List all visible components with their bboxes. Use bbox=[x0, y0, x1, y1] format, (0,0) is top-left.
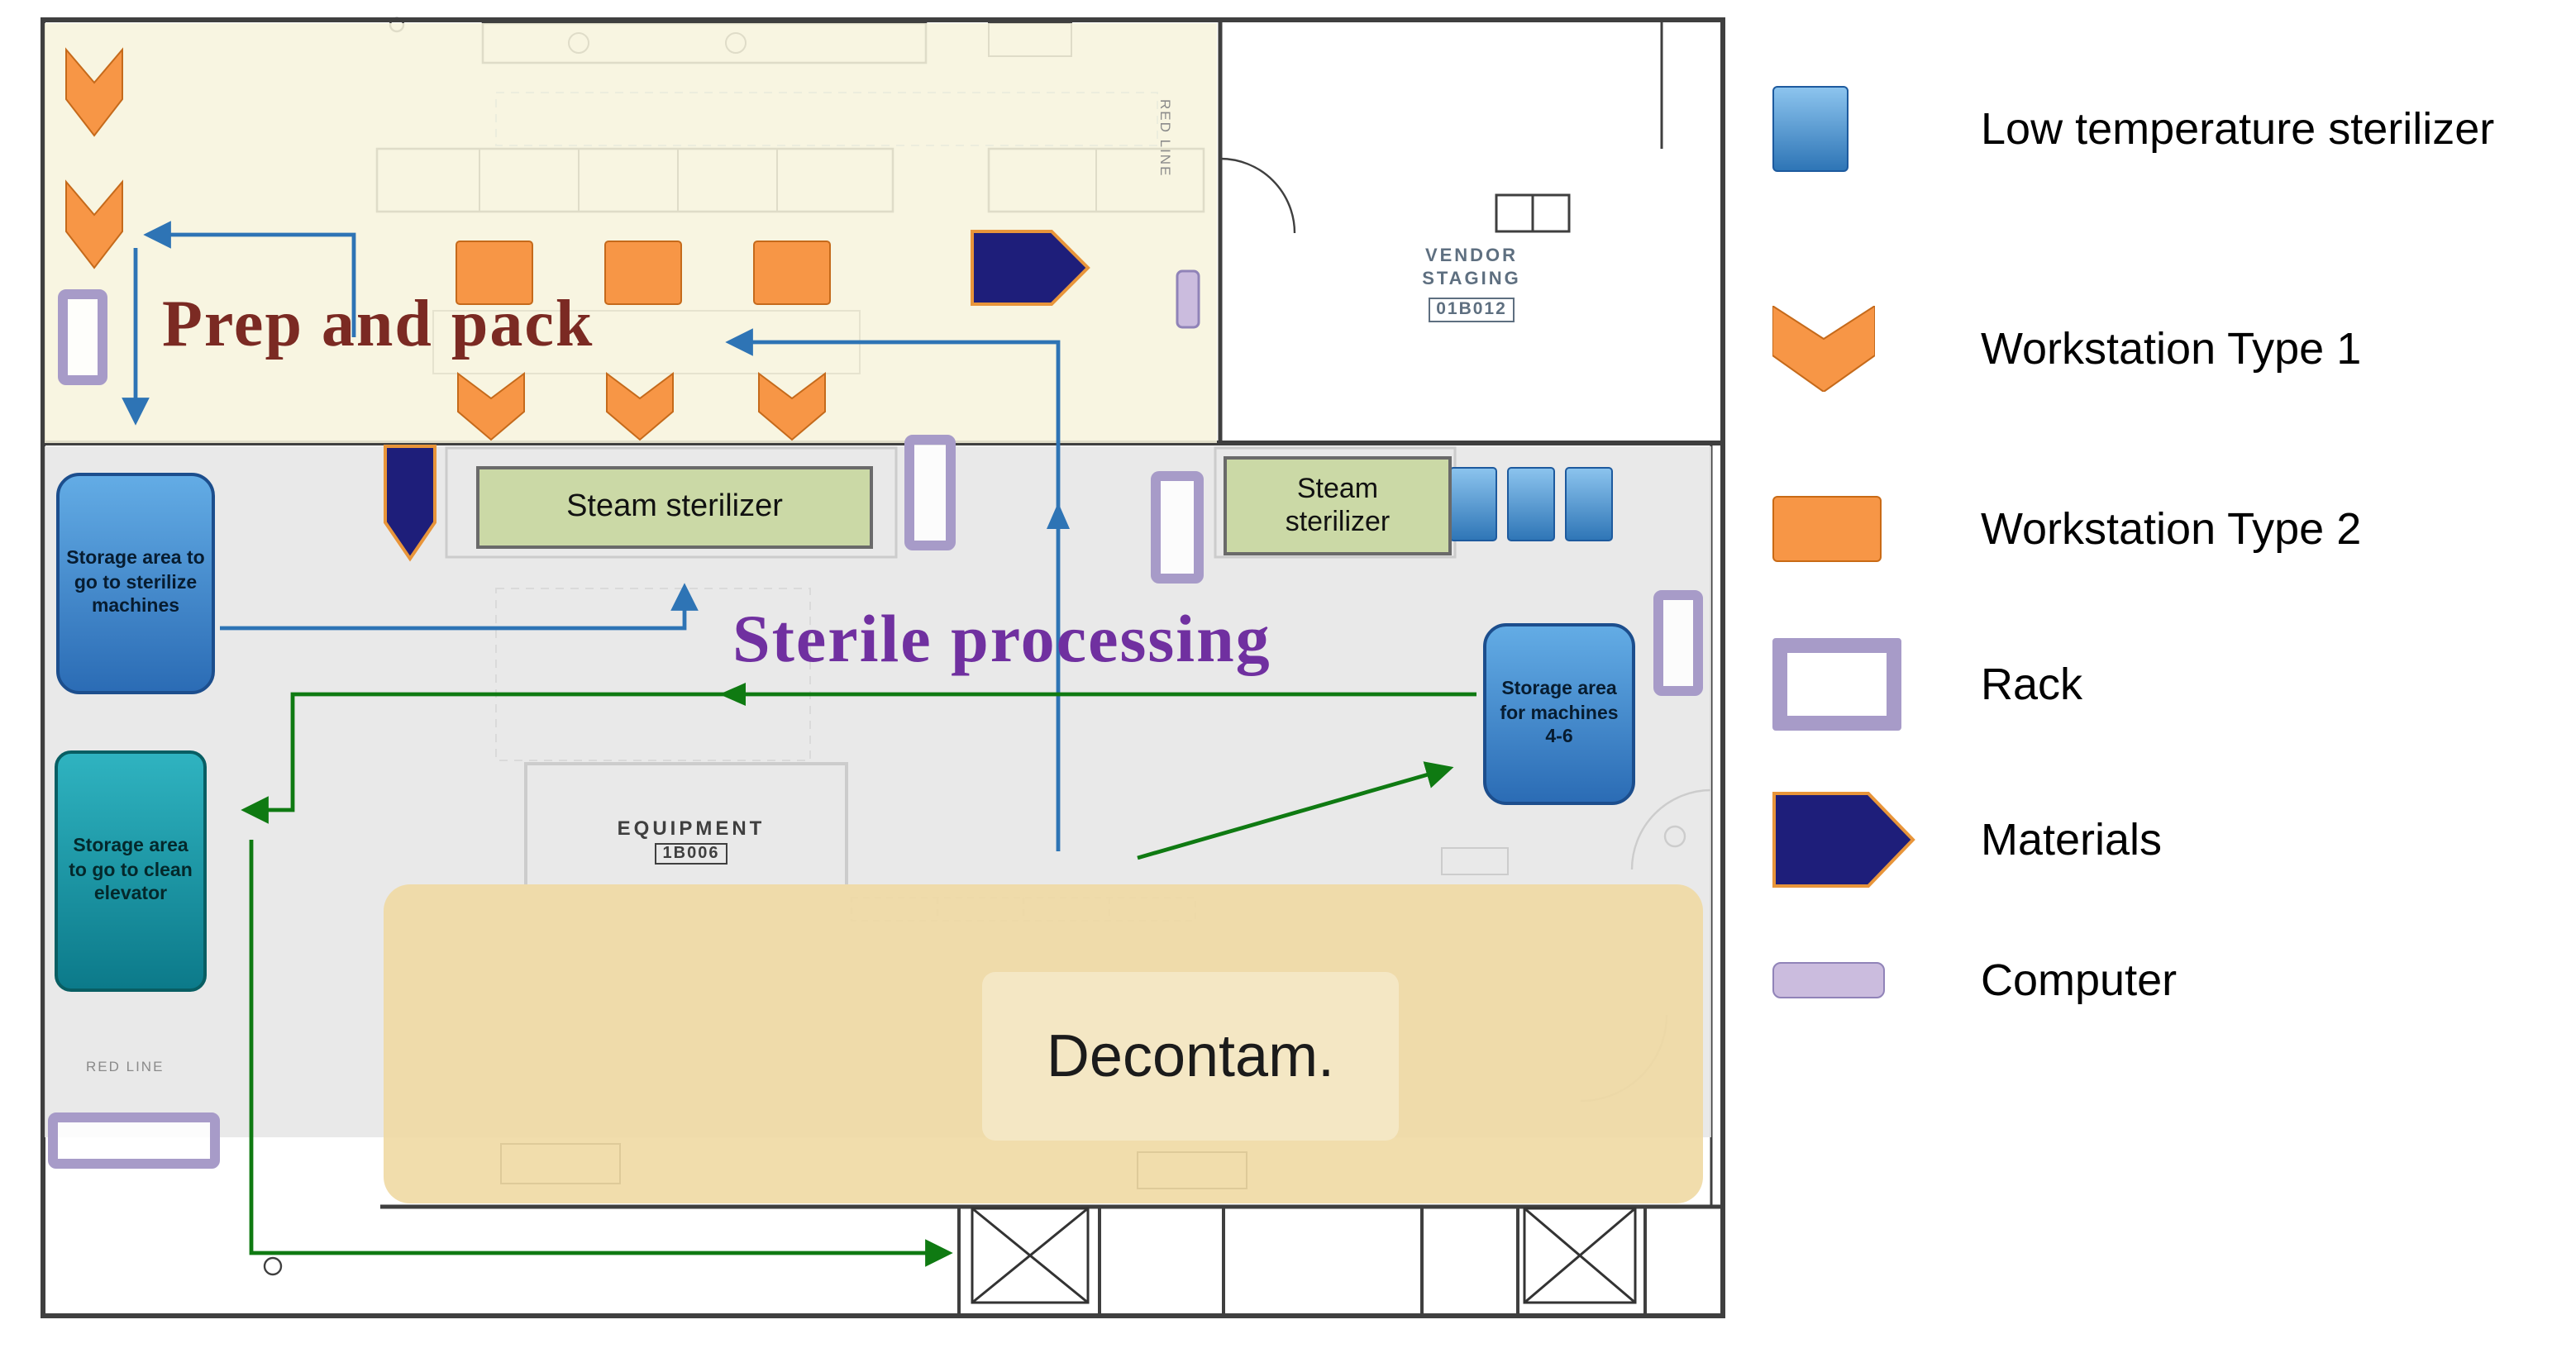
green-flow-arrow bbox=[241, 692, 1476, 824]
legend: Low temperature sterilizer Workstation T… bbox=[1772, 0, 2576, 1352]
workstation-type-1-chevron bbox=[758, 372, 826, 441]
materials-arrow bbox=[971, 230, 1090, 306]
equipment-room-code: 1B006 bbox=[654, 843, 728, 865]
legend-item-workstation-type-2: Workstation Type 2 bbox=[1772, 496, 2362, 562]
blue-arrowhead-up bbox=[1047, 503, 1070, 529]
workstation-type-1-chevron bbox=[606, 372, 674, 441]
storage-for-machines-4-6-label: Storage area for machines 4-6 bbox=[1500, 679, 1619, 748]
blue-flow-arrow bbox=[725, 328, 1061, 851]
materials-icon bbox=[1772, 792, 1915, 888]
storage-to-clean-elevator-label: Storage area to go to clean elevator bbox=[69, 836, 193, 905]
fixture-symbol bbox=[263, 1256, 283, 1276]
elevator-shaft bbox=[1523, 1207, 1637, 1304]
low-temperature-sterilizer bbox=[1507, 467, 1555, 541]
legend-label: Workstation Type 2 bbox=[1981, 503, 2362, 553]
legend-label: Materials bbox=[1981, 814, 2163, 864]
red-line-marker-left: RED LINE bbox=[86, 1058, 165, 1074]
green-arrowhead-left bbox=[719, 683, 746, 706]
rack bbox=[1653, 590, 1703, 696]
low-temperature-sterilizer bbox=[1565, 467, 1613, 541]
legend-item-materials: Materials bbox=[1772, 792, 2163, 888]
equipment-label: EQUIPMENT bbox=[617, 817, 766, 840]
blue-flow-arrow bbox=[220, 583, 699, 631]
workstation-type-1-chevron bbox=[65, 179, 123, 269]
decontam-label: Decontam. bbox=[1046, 1022, 1335, 1089]
computer-icon bbox=[1772, 962, 1885, 998]
vendor-staging-line2: STAGING bbox=[1422, 269, 1521, 290]
rack-icon bbox=[1772, 638, 1901, 731]
rack bbox=[1151, 471, 1204, 584]
prep-and-pack-label: Prep and pack bbox=[162, 286, 594, 360]
green-flow-arrow bbox=[1137, 761, 1454, 860]
legend-label: Rack bbox=[1981, 659, 2083, 708]
equipment-room-label: EQUIPMENT 1B006 bbox=[572, 817, 810, 865]
sterile-processing-label: Sterile processing bbox=[732, 600, 1271, 676]
legend-label: Workstation Type 1 bbox=[1981, 323, 2362, 373]
workstation-type-2-icon bbox=[1772, 496, 1882, 562]
workstation-type-2-rect bbox=[456, 241, 533, 305]
legend-label: Computer bbox=[1981, 955, 2178, 1004]
vendor-staging-room-code: 01B012 bbox=[1428, 297, 1515, 323]
workstation-type-1-chevron bbox=[65, 47, 123, 137]
workstation-type-2-rect bbox=[753, 241, 831, 305]
materials-arrow bbox=[384, 445, 436, 562]
blue-flow-arrow bbox=[143, 221, 356, 337]
steam-sterilizer-2: Steam sterilizer bbox=[1224, 456, 1452, 555]
computer bbox=[1176, 269, 1200, 329]
legend-item-rack: Rack bbox=[1772, 638, 2082, 731]
workstation-type-2-rect bbox=[604, 241, 682, 305]
storage-to-clean-elevator: Storage area to go to clean elevator bbox=[55, 750, 207, 992]
workstation-type-1-chevron bbox=[457, 372, 525, 441]
rack bbox=[58, 289, 107, 385]
green-flow-arrow bbox=[249, 840, 953, 1267]
steam-sterilizer-1-label: Steam sterilizer bbox=[566, 489, 783, 524]
storage-to-sterilize-machines-label: Storage area to go to sterilize machines bbox=[66, 548, 205, 617]
door-arc bbox=[1219, 157, 1296, 234]
red-line-marker-top: RED LINE bbox=[1157, 99, 1174, 178]
low-temperature-sterilizer-icon bbox=[1772, 86, 1849, 172]
vendor-staging-room-label: VENDOR STAGING 01B012 bbox=[1376, 245, 1567, 323]
legend-label: Low temperature sterilizer bbox=[1981, 103, 2495, 153]
workstation-type-1-icon bbox=[1772, 306, 1875, 392]
steam-sterilizer-1: Steam sterilizer bbox=[476, 466, 873, 549]
low-temperature-sterilizer bbox=[1449, 467, 1497, 541]
decontam-label-box: Decontam. bbox=[982, 972, 1399, 1141]
legend-item-computer: Computer bbox=[1772, 955, 2177, 1004]
legend-item-low-temp-sterilizer: Low temperature sterilizer bbox=[1772, 86, 2494, 172]
storage-to-sterilize-machines: Storage area to go to sterilize machines bbox=[56, 473, 215, 694]
rack bbox=[48, 1112, 220, 1169]
legend-item-workstation-type-1: Workstation Type 1 bbox=[1772, 306, 2361, 392]
steam-sterilizer-2-label: Steam sterilizer bbox=[1285, 473, 1391, 537]
vendor-staging-line1: VENDOR bbox=[1424, 246, 1519, 266]
rack bbox=[904, 435, 956, 550]
storage-for-machines-4-6: Storage area for machines 4-6 bbox=[1483, 623, 1635, 805]
elevator-shaft bbox=[971, 1207, 1090, 1304]
